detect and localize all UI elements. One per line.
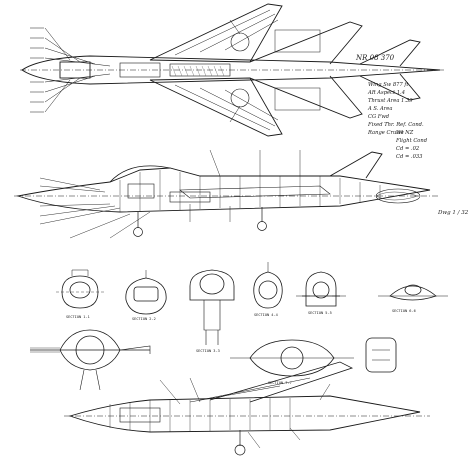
side-canopy: [109, 165, 171, 183]
plan-fuel-tank-lower: [274, 87, 321, 111]
section-caption-3: SECTION 3-3: [196, 349, 220, 353]
plan-lower-wing-rear: [249, 75, 363, 119]
bottom-wing-fold: [189, 377, 311, 403]
plan-callout-ticks: [30, 27, 44, 113]
weight-notes: Wt NZ Flight Cond Cd = .02 Cd = .033: [395, 130, 428, 160]
plan-tail-lower: [359, 73, 421, 101]
section-caption-4: SECTION 4-4: [254, 313, 278, 317]
bottom-fuselage: [68, 395, 421, 433]
plan-upper-wing-rib: [174, 9, 279, 56]
section-caption-1: SECTION 1-1: [66, 315, 90, 319]
plan-lower-wing: [149, 77, 283, 137]
bottom-equipment-bay: [119, 407, 161, 423]
bottom-frames: [109, 398, 291, 432]
lower-cross-sections: [30, 329, 397, 391]
section-wide-cross: [30, 329, 151, 391]
spec-note-3: Thrust Area 1.39: [368, 98, 413, 104]
bottom-side-view: [64, 361, 430, 456]
section-1-view: [56, 269, 104, 309]
plan-cockpit-box: [59, 61, 91, 79]
side-leader-lines: [39, 149, 301, 239]
side-main-gear: [257, 207, 267, 231]
section-3-view: [189, 269, 235, 345]
plan-leader-lines: [44, 19, 241, 123]
section-caption-5: SECTION 5-5: [308, 311, 332, 315]
side-fuselage-outline: [16, 167, 431, 213]
plan-intake-lower: [230, 88, 250, 108]
section-box-cross: [365, 337, 397, 373]
bottom-raised-wing: [209, 361, 354, 403]
side-nozzle-flame: [375, 191, 419, 201]
sheet-mark: Dwg 1 / 32: [437, 210, 469, 216]
section-views-row: [56, 262, 448, 345]
plan-tail-upper: [359, 39, 421, 67]
spec-note-1: Wing Sw 877 ft: [368, 82, 409, 88]
weight-note-2: Flight Cond: [395, 138, 428, 144]
side-intake-duct: [169, 191, 211, 203]
section-caption-6: SECTION 6-6: [392, 309, 416, 313]
section-2-view: [125, 270, 167, 315]
side-cockpit-equipment: [127, 183, 155, 199]
plan-fuel-tank-upper: [274, 29, 321, 53]
section-5-view: [296, 271, 346, 307]
section-caption-7: SECTION 7-7: [268, 381, 292, 385]
spec-note-4: A S. Area: [367, 106, 392, 112]
plan-intake-upper: [230, 32, 250, 52]
section-caption-2: SECTION 2-2: [132, 317, 156, 321]
bottom-leader-lines: [159, 377, 331, 449]
plan-upper-wing-rear: [249, 21, 363, 65]
plan-upper-wing: [149, 3, 283, 63]
plan-engine-hatch: [171, 65, 225, 77]
side-frames: [119, 170, 381, 212]
side-vertical-tail: [329, 151, 383, 179]
spec-note-6: Fixed Thr. Ref. Cond.: [367, 122, 424, 128]
spec-note-5: CG Fwd: [368, 114, 390, 120]
section-6-view: [378, 284, 448, 301]
plan-lower-wing-rib: [174, 84, 279, 131]
plan-avionics-bay: [119, 62, 161, 78]
model-label: NR 08 370: [355, 54, 395, 62]
side-wing-chord: [179, 185, 331, 199]
section-4-view: [253, 262, 283, 309]
weight-note-3: Cd = .02: [396, 146, 419, 152]
plan-view: [20, 3, 446, 137]
spec-note-2: AR Aspect 1.4: [367, 90, 405, 96]
spec-note-7: Range Cruise: [367, 130, 404, 136]
section-flat-wing-cross: [230, 339, 354, 377]
weight-note-4: Cd = .033: [396, 154, 423, 160]
weight-note-1: Wt NZ: [396, 130, 414, 136]
bottom-main-gear: [234, 430, 246, 456]
side-view: [14, 149, 440, 239]
